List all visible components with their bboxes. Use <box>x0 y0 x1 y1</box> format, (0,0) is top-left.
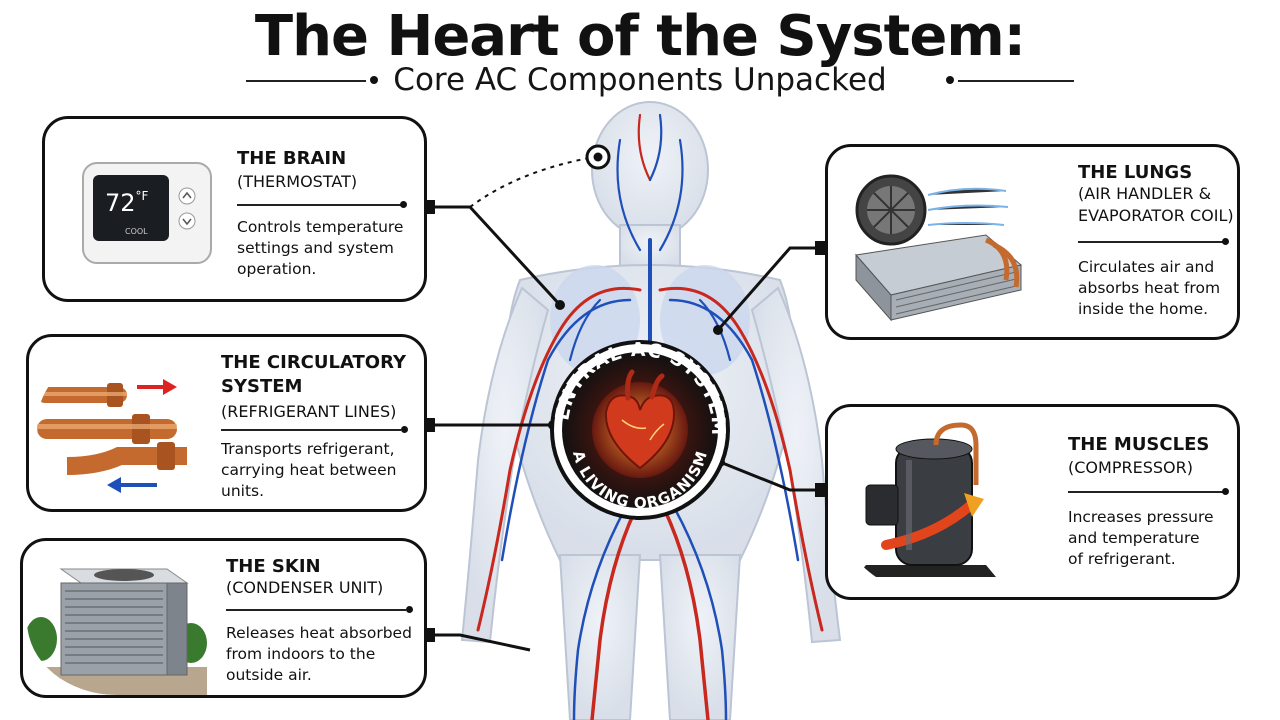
card-description: Circulates air and absorbs heat from ins… <box>1078 258 1221 318</box>
card-divider-dot <box>400 201 407 208</box>
card-subheading: (CONDENSER UNIT) <box>226 578 384 597</box>
card-divider <box>1078 241 1223 243</box>
subtitle-dot-left <box>370 76 378 84</box>
card-skin: THE SKIN (CONDENSER UNIT) Releases heat … <box>20 538 427 698</box>
card-subheading: (AIR HANDLER & EVAPORATOR COIL) <box>1078 184 1234 225</box>
connector-lines <box>430 156 820 652</box>
card-heading: THE LUNGS <box>1078 162 1193 183</box>
card-muscles: THE MUSCLES (COMPRESSOR) Increases press… <box>825 404 1240 600</box>
subtitle-rule-right <box>958 80 1074 82</box>
card-divider <box>226 609 406 611</box>
card-divider-dot <box>1222 238 1229 245</box>
card-heading: THE MUSCLES <box>1068 434 1210 455</box>
subtitle-rule-left <box>246 80 366 82</box>
card-heading: THE BRAIN <box>237 148 347 169</box>
condenser-unit-icon <box>27 547 207 695</box>
card-divider <box>1068 491 1223 493</box>
compressor-icon <box>836 415 1036 595</box>
card-heading: THE SKIN <box>226 556 321 577</box>
page-title: The Heart of the System: <box>254 4 1026 69</box>
card-lungs: THE LUNGS (AIR HANDLER & EVAPORATOR COIL… <box>825 144 1240 340</box>
subtitle-row: Core AC Components Unpacked <box>0 62 1280 102</box>
thermostat-temp: 72°F <box>105 189 149 217</box>
card-heading: THE CIRCULATORY SYSTEM <box>221 352 406 397</box>
card-divider <box>221 429 401 431</box>
page-subtitle: Core AC Components Unpacked <box>393 62 887 98</box>
refrigerant-lines-icon <box>37 347 217 502</box>
card-description: Transports refrigerant, carrying heat be… <box>221 440 397 500</box>
card-divider-dot <box>406 606 413 613</box>
card-description: Releases heat absorbed from indoors to t… <box>226 624 412 684</box>
card-divider <box>237 204 402 206</box>
card-subheading: (THERMOSTAT) <box>237 172 358 191</box>
subtitle-dot-right <box>946 76 954 84</box>
card-circulatory: THE CIRCULATORY SYSTEM (REFRIGERANT LINE… <box>26 334 427 512</box>
target-icon <box>585 144 611 170</box>
card-brain: 72°F COOL THE BRAIN (THERMOSTAT) Control… <box>42 116 427 302</box>
air-handler-icon <box>836 155 1036 335</box>
card-subheading: (REFRIGERANT LINES) <box>221 402 397 421</box>
card-description: Increases pressure and temperature of re… <box>1068 508 1214 568</box>
card-subheading: (COMPRESSOR) <box>1068 458 1193 477</box>
thermostat-mode: COOL <box>125 227 148 236</box>
heart-icon <box>604 369 676 470</box>
card-divider-dot <box>401 426 408 433</box>
thermostat-icon <box>59 131 239 291</box>
card-description: Controls temperature settings and system… <box>237 218 404 278</box>
card-divider-dot <box>1222 488 1229 495</box>
